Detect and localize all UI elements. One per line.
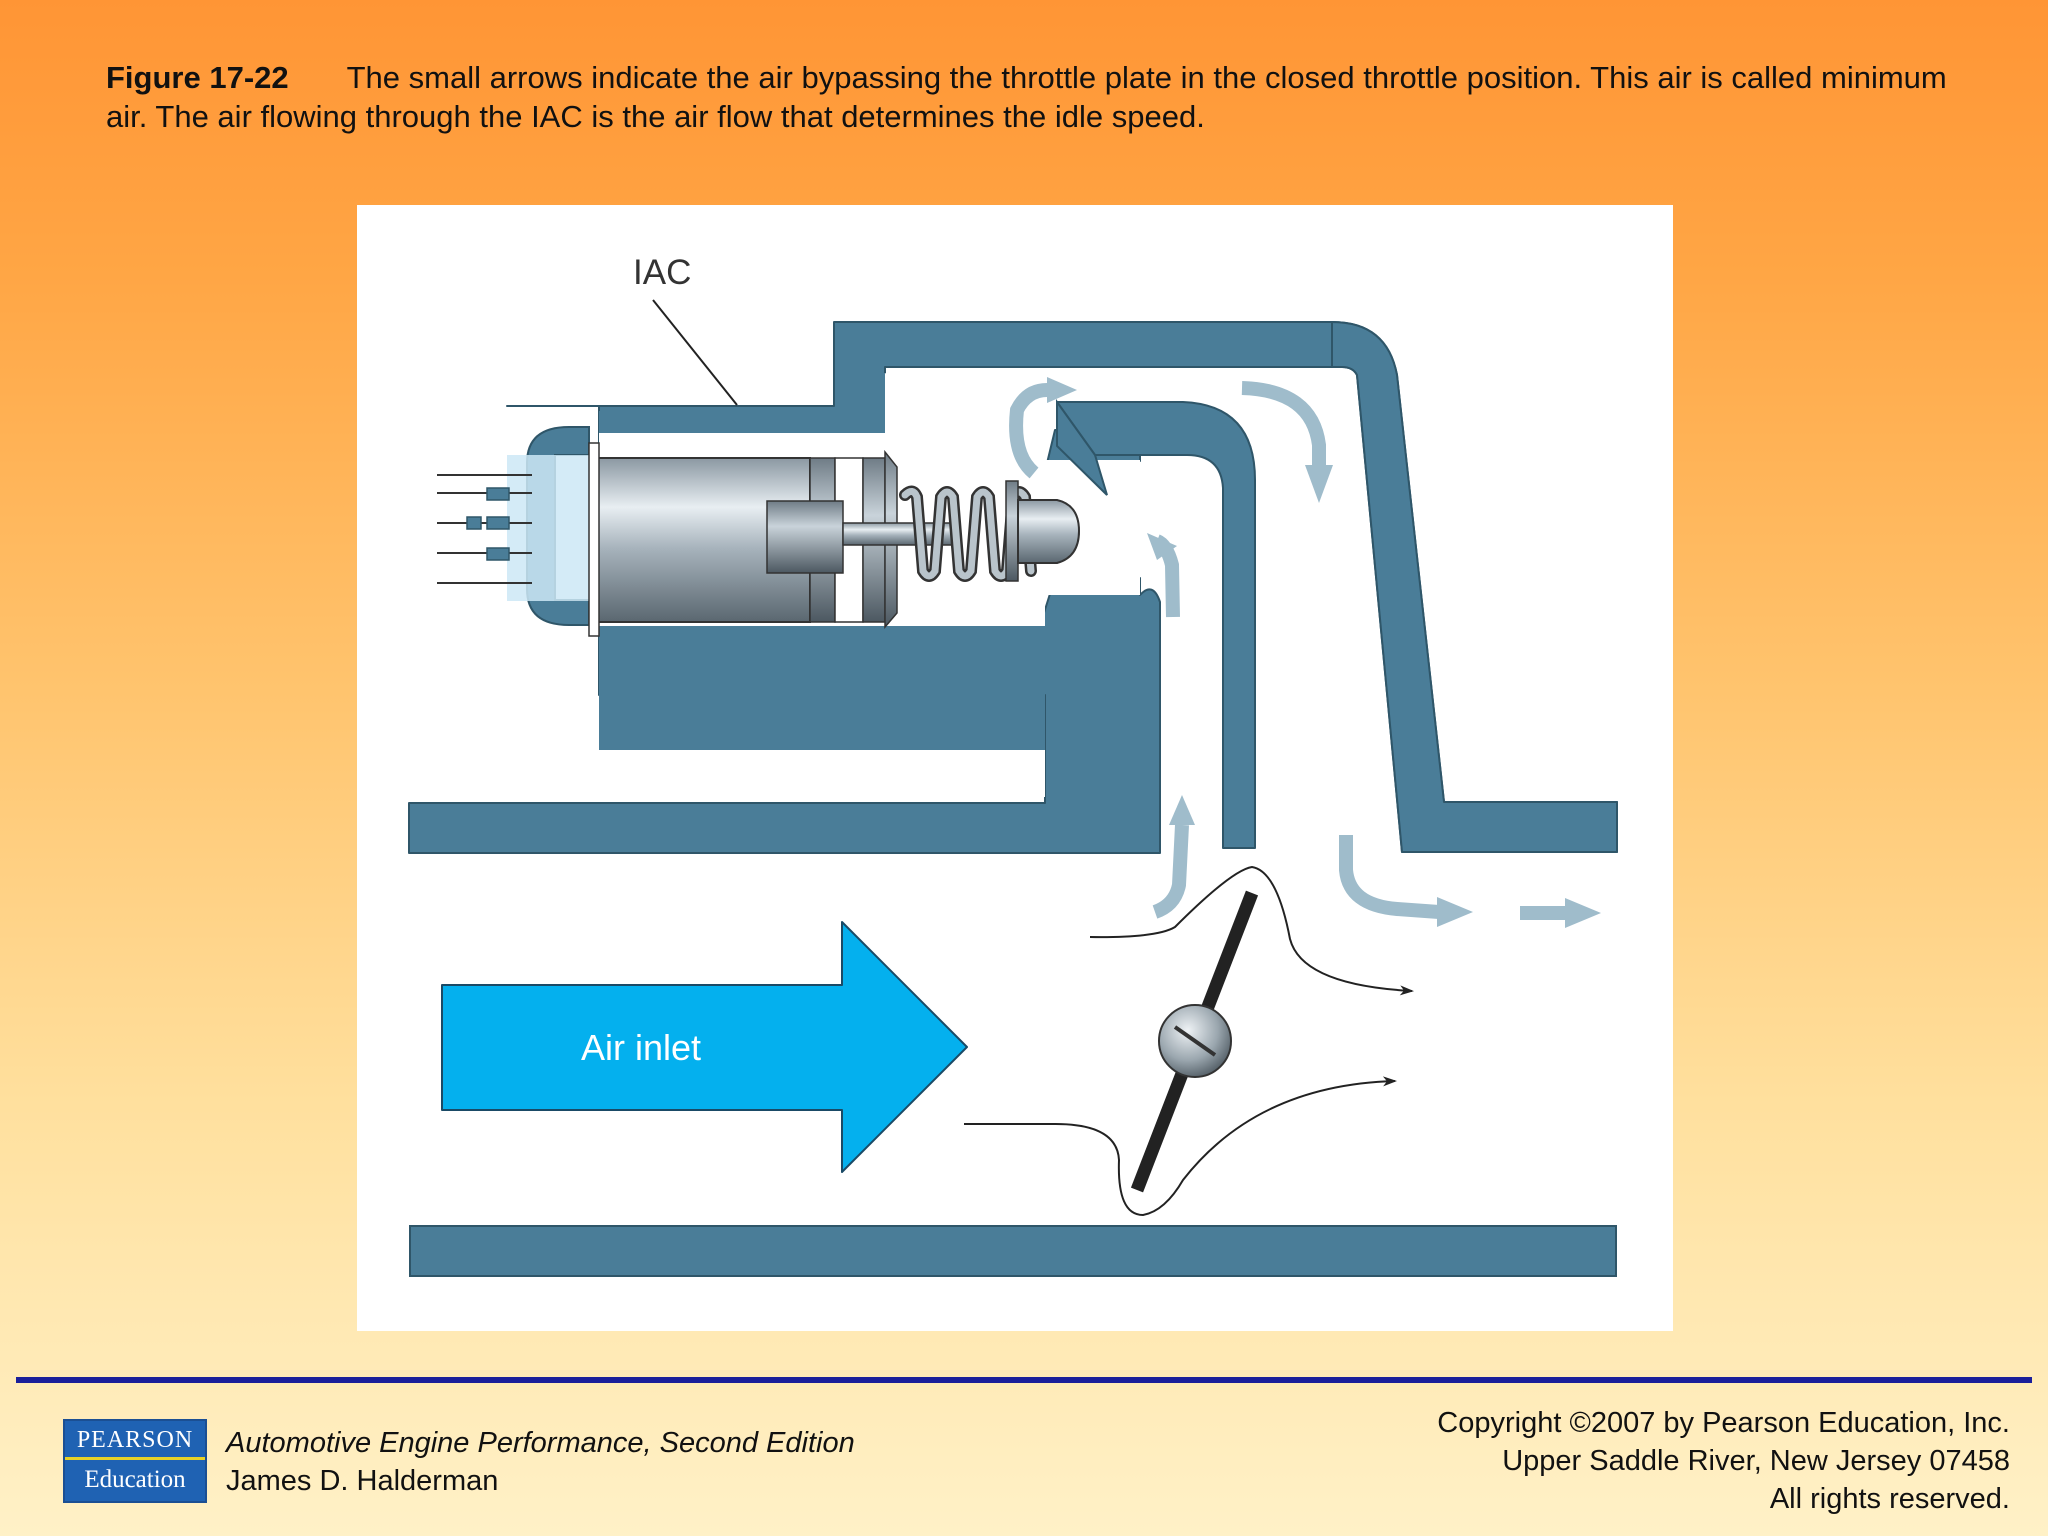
outer-wall-right [1331, 321, 1618, 853]
copyright-line-3: All rights reserved. [1769, 1483, 2010, 1515]
head-exit [1565, 898, 1601, 928]
logo-bottom-text: Education [84, 1466, 186, 1493]
pintle-valve [1017, 499, 1081, 564]
bypass-arrow-outlet [1339, 835, 1440, 919]
copyright-line-1: Copyright ©2007 by Pearson Education, In… [1437, 1407, 2010, 1439]
pintle-tip [1056, 499, 1080, 564]
airflow-line-upper [1089, 865, 1414, 996]
book-credit: Automotive Engine Performance, Second Ed… [226, 1424, 855, 1500]
bypass-arrow-downflow [1241, 381, 1326, 473]
iac-seat-upper [1056, 398, 1108, 496]
figure-number: Figure 17-22 [106, 60, 289, 95]
pintle-collar [1005, 480, 1019, 582]
footer-divider [16, 1377, 2032, 1383]
bypass-arrow-entry [1152, 824, 1189, 919]
lower-air-gap [409, 750, 1045, 797]
connector-terminals [466, 487, 510, 561]
copyright-line-2: Upper Saddle River, New Jersey 07458 [1502, 1445, 2010, 1477]
iac-label: IAC [633, 253, 691, 292]
head-downflow [1305, 465, 1333, 503]
copyright-notice: Copyright ©2007 by Pearson Education, In… [1437, 1404, 2010, 1518]
airflow-line-lower [964, 1076, 1397, 1217]
caption-text: The small arrows indicate the air bypass… [106, 60, 1947, 134]
book-author: James D. Halderman [226, 1465, 499, 1497]
throttle-shaft-slot [1173, 1025, 1217, 1057]
head-entry [1169, 795, 1195, 825]
iac-leader-line [652, 299, 738, 406]
stepper-core [766, 500, 844, 574]
bypass-arrow-top [1009, 383, 1048, 479]
logo-top-text: PEARSON [65, 1421, 205, 1460]
air-inlet-arrow [441, 921, 968, 1173]
bypass-arrowheads [1047, 377, 1601, 928]
connector-glow [507, 455, 589, 601]
book-title: Automotive Engine Performance, Second Ed… [226, 1427, 855, 1459]
bottom-wall [409, 1225, 1617, 1277]
iac-bypass-diagram: IAC Air inlet [408, 253, 1618, 1277]
motor-flange [588, 442, 600, 637]
air-inlet-label: Air inlet [581, 1027, 701, 1068]
housing-top-lip [599, 373, 885, 433]
inner-bypass-wall [1056, 401, 1256, 849]
housing-bottom-lip [599, 626, 1045, 750]
head-top [1047, 377, 1077, 403]
connector-pins [437, 474, 532, 584]
head-outlet [1437, 897, 1473, 927]
pearson-logo: PEARSON Education [63, 1419, 207, 1503]
diagram-panel: IAC Air inlet [357, 205, 1673, 1331]
head-riser [1147, 533, 1177, 560]
